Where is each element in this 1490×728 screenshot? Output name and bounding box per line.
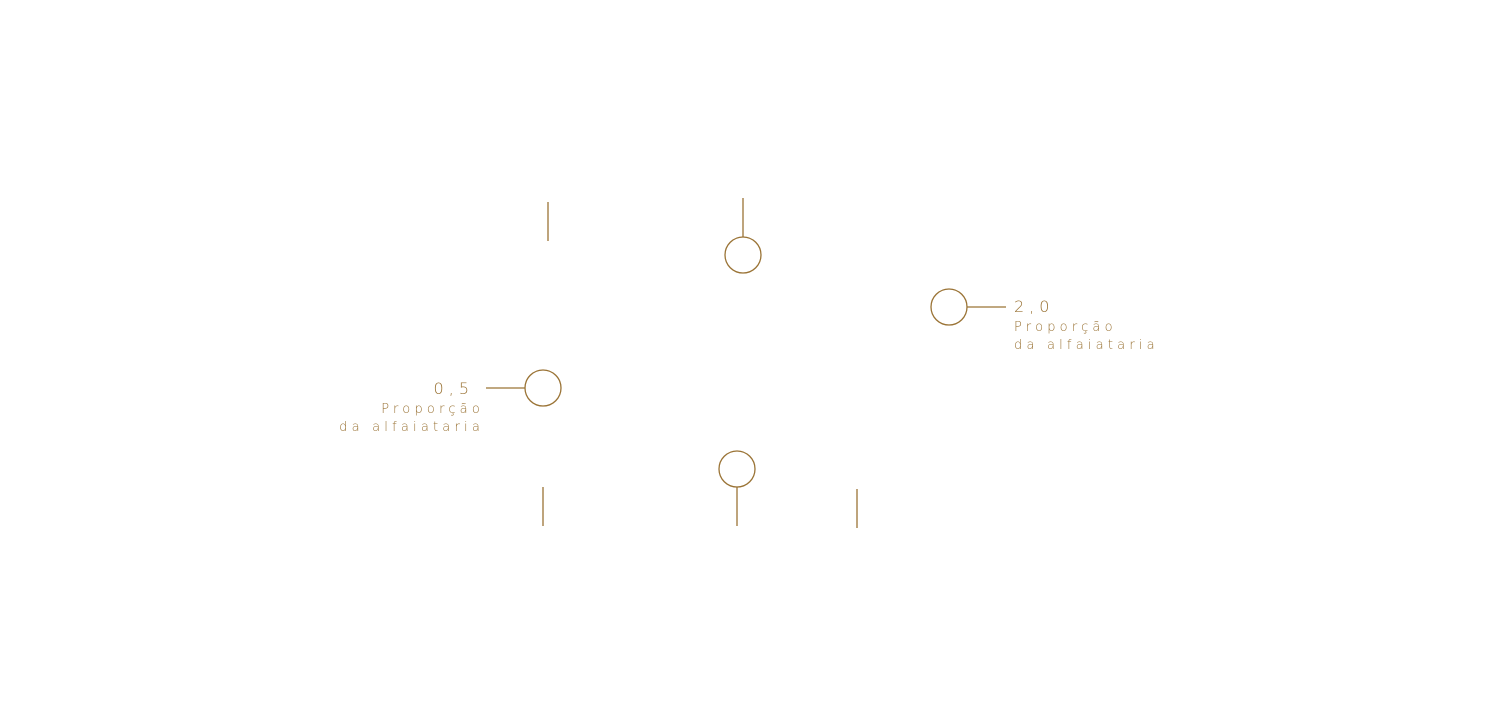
node-circle-right xyxy=(930,288,968,326)
node-circle-top xyxy=(724,236,762,274)
proportion-value: 2,0 xyxy=(1014,297,1055,316)
node-circle-left xyxy=(524,369,562,407)
proportion-caption: Proporção da alfaiataria xyxy=(339,401,484,437)
caption-line: da alfaiataria xyxy=(339,420,484,435)
node-circle-bottom xyxy=(718,450,756,488)
caption-line: da alfaiataria xyxy=(1014,338,1159,353)
callout-left: 0,5 Proporção da alfaiataria xyxy=(339,381,480,437)
proportion-caption: Proporção da alfaiataria xyxy=(1014,319,1159,355)
caption-line: Proporção xyxy=(381,402,484,417)
proportion-value: 0,5 xyxy=(433,379,474,398)
callout-right: 2,0 Proporção da alfaiataria xyxy=(1014,299,1159,355)
caption-line: Proporção xyxy=(1014,320,1117,335)
